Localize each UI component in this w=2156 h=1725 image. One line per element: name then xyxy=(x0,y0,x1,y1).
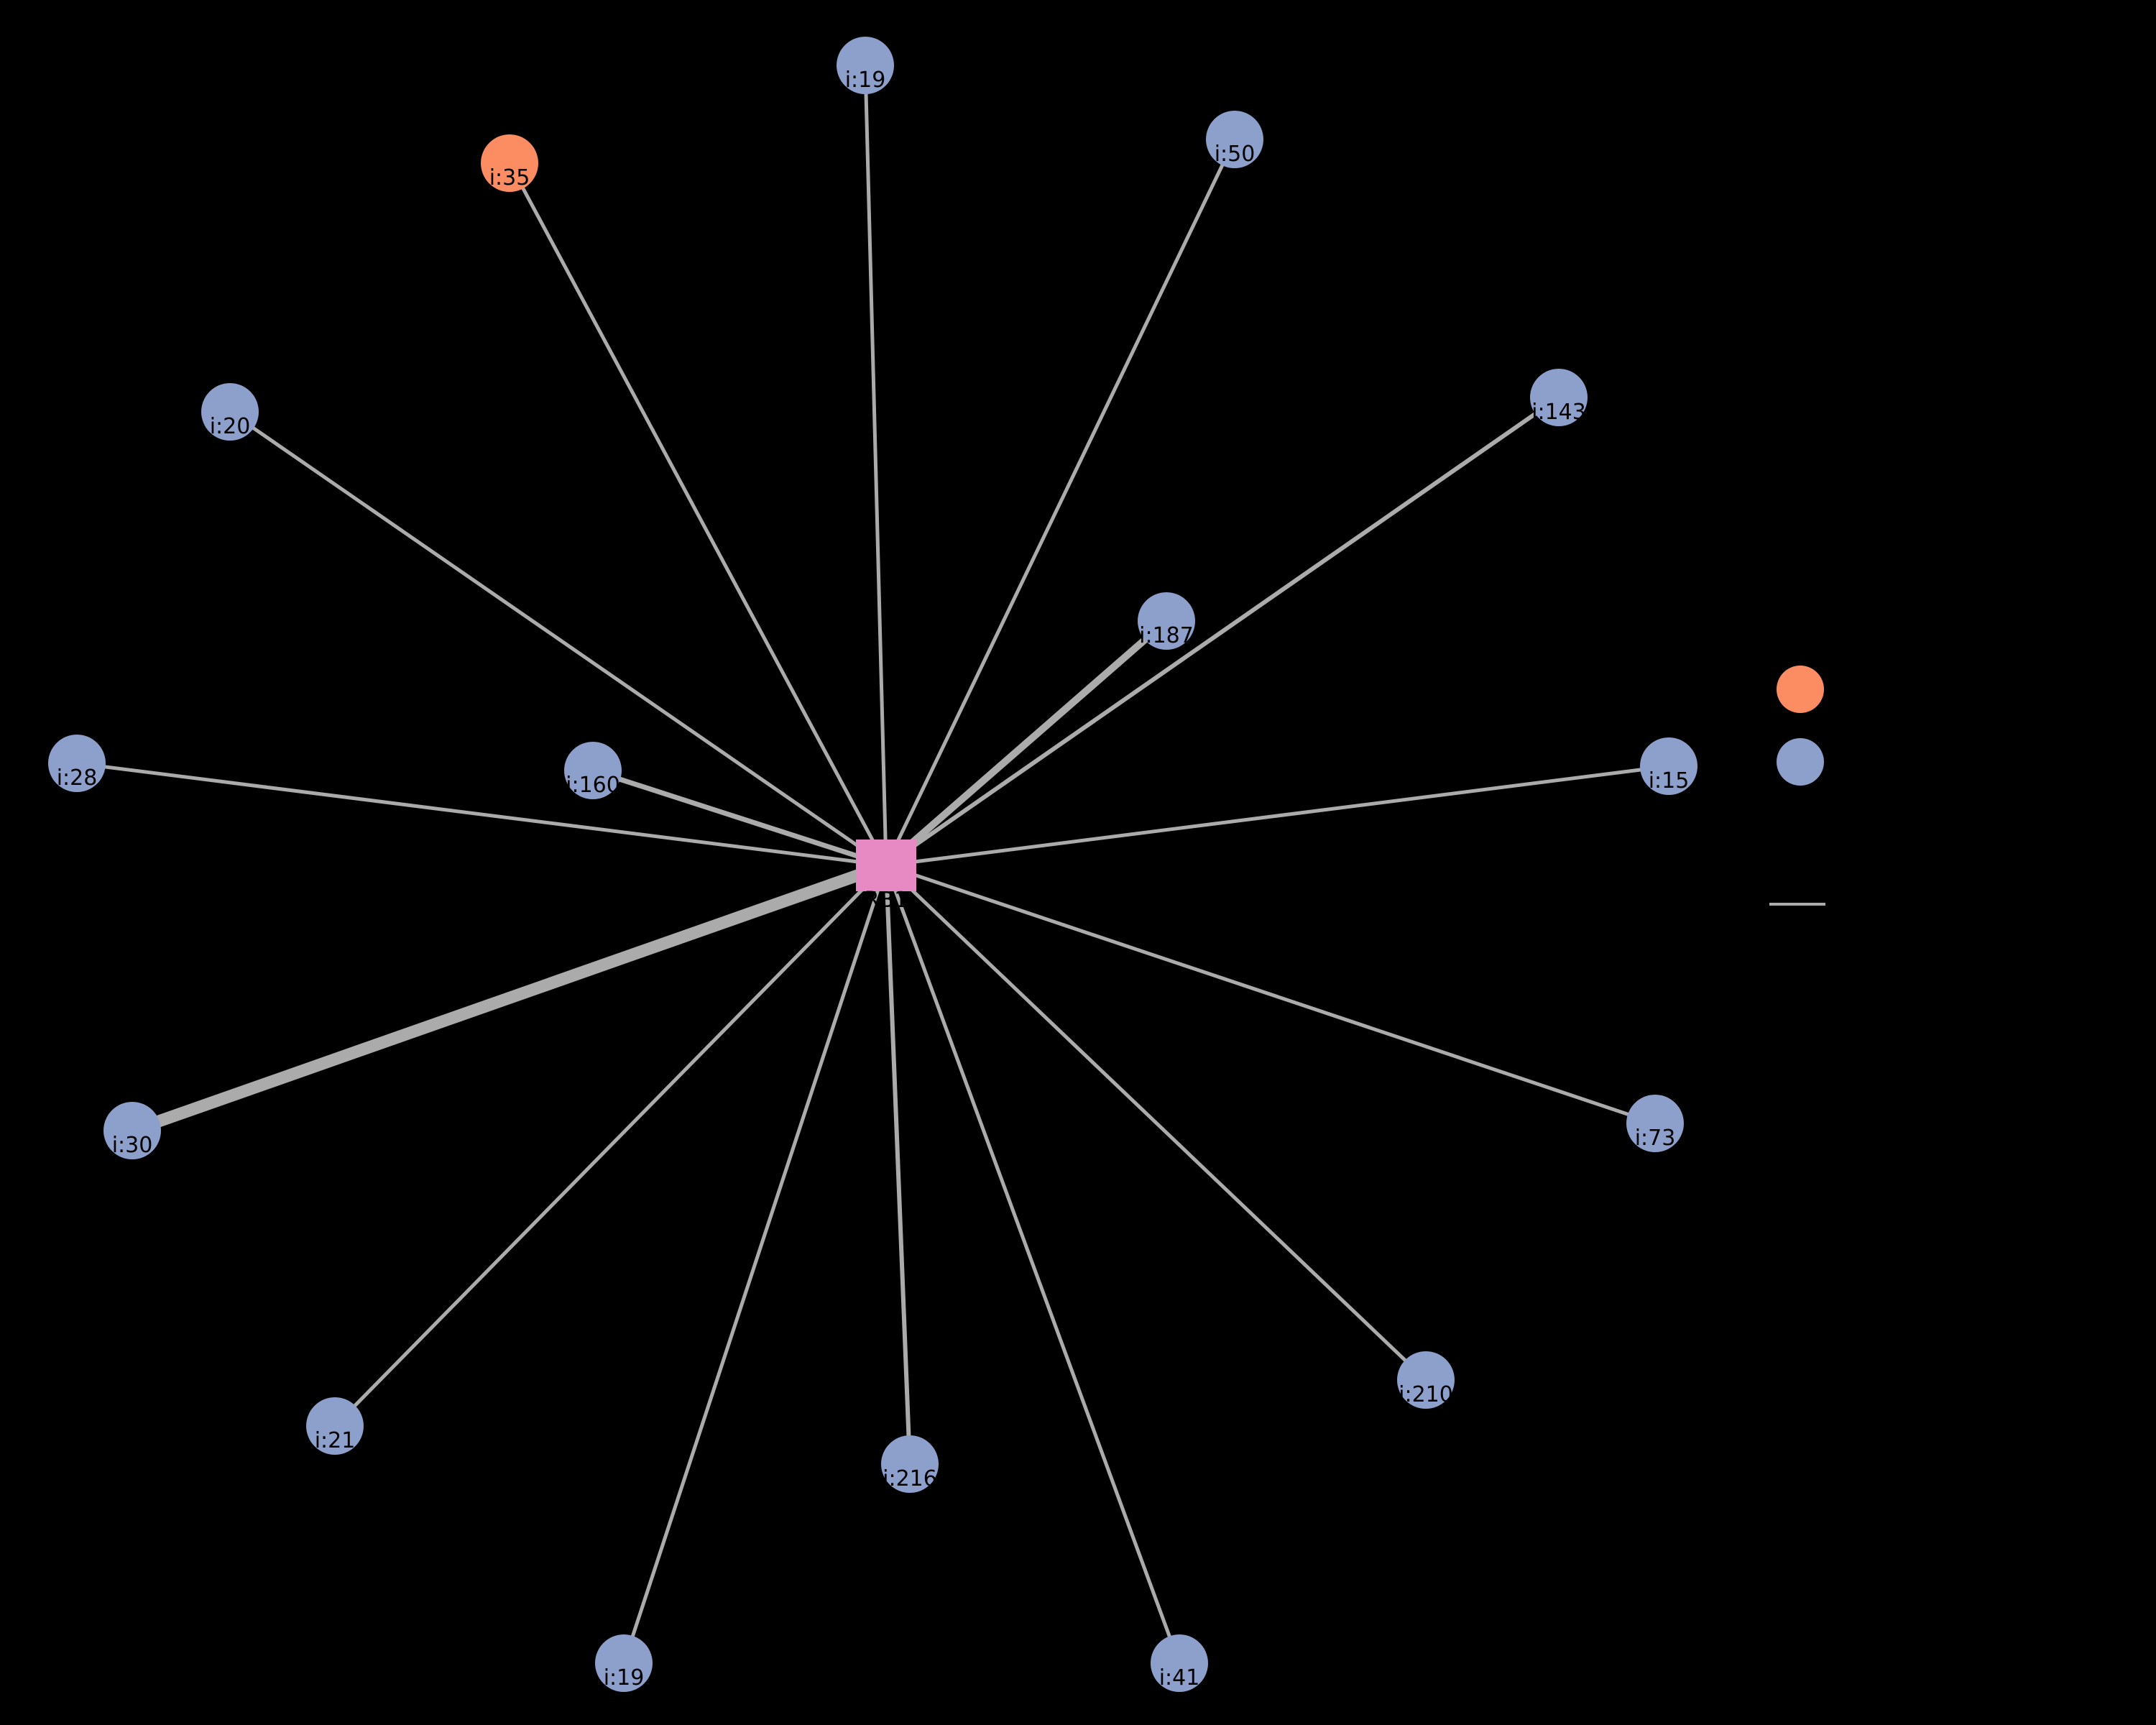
nodes-layer xyxy=(48,37,1697,1692)
hub-label: RB1 xyxy=(865,888,908,913)
edge xyxy=(884,138,1237,867)
graph-node xyxy=(595,1634,653,1692)
legend-swatch-highlight-category xyxy=(1777,666,1824,713)
edge xyxy=(884,865,912,1465)
node-label: i:28 xyxy=(57,765,98,791)
graph-node xyxy=(1626,1095,1684,1152)
node-label: i:41 xyxy=(1159,1665,1200,1690)
node-label: i:73 xyxy=(1635,1126,1676,1151)
graph-node xyxy=(1151,1634,1208,1692)
hub-layer xyxy=(856,840,916,891)
graph-node xyxy=(481,134,538,192)
node-label: i:19 xyxy=(845,68,886,93)
edge xyxy=(76,761,887,868)
node-label: i:210 xyxy=(1399,1382,1453,1407)
node-label: i:20 xyxy=(210,414,251,439)
node-label: i:19 xyxy=(604,1665,645,1690)
node-label: i:187 xyxy=(1139,623,1194,648)
legend-swatch-member-category xyxy=(1777,738,1824,786)
edge xyxy=(333,864,888,1427)
graph-node xyxy=(103,1102,161,1159)
edge xyxy=(885,764,1669,868)
edge xyxy=(883,618,1169,868)
node-label: i:30 xyxy=(112,1133,153,1158)
edge xyxy=(622,865,888,1664)
labels-layer: i:19 i:35 i:50 i:143 i:187 i:15 i:73 i:210 i:41 i… xyxy=(57,68,1690,1690)
edge xyxy=(885,395,1560,868)
graph-node xyxy=(1397,1351,1455,1409)
edge xyxy=(885,864,1427,1381)
edge xyxy=(885,863,1656,1126)
node-label: i:21 xyxy=(315,1428,356,1453)
graph-node xyxy=(881,1435,939,1493)
graph-node xyxy=(48,735,106,792)
graph-node xyxy=(1530,369,1588,426)
edge xyxy=(229,410,888,868)
edges-layer xyxy=(76,65,1669,1664)
node-label: i:50 xyxy=(1215,142,1256,167)
hub-node xyxy=(856,840,916,891)
graph-node xyxy=(564,742,622,799)
graph-node xyxy=(306,1397,364,1455)
edge xyxy=(130,859,888,1137)
edge xyxy=(863,65,888,866)
edge xyxy=(884,865,1181,1664)
node-label: i:35 xyxy=(489,165,530,190)
graph-node xyxy=(1206,111,1263,168)
graph-node xyxy=(201,383,259,441)
node-label: i:15 xyxy=(1649,768,1690,794)
graph-node xyxy=(1138,592,1195,650)
edge xyxy=(591,768,888,868)
node-label: i:214 xyxy=(645,764,699,789)
graph-node xyxy=(1640,737,1697,795)
legend xyxy=(1769,666,1825,906)
node-label: i:160 xyxy=(566,773,620,798)
node-label: i:216 xyxy=(883,1466,937,1491)
node-label: i:143 xyxy=(1531,400,1586,425)
edge xyxy=(507,162,888,867)
graph-node xyxy=(837,37,894,94)
